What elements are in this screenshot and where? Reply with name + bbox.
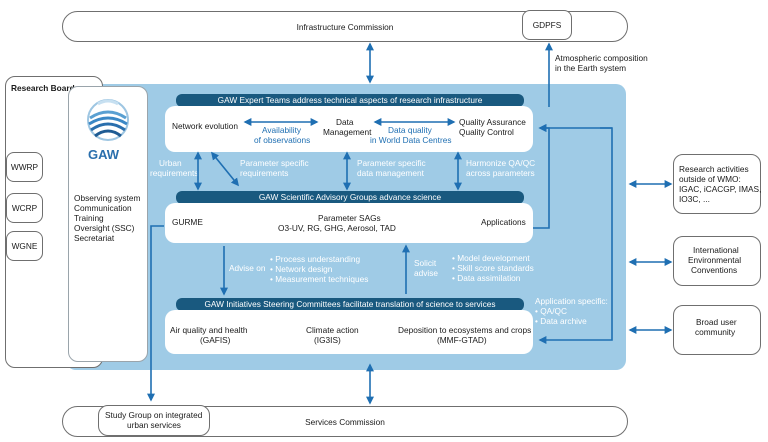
broad-user-1: Broad user (696, 317, 737, 327)
research-activities-1: Research activities (679, 164, 749, 174)
infrastructure-commission-label: Infrastructure Commission (296, 21, 394, 32)
gdpfs-label: GDPFS (532, 20, 562, 30)
air-quality-2: (GAFIS) (200, 335, 231, 345)
sag-header: GAW Scientific Advisory Groups advance s… (176, 191, 524, 204)
model-item-1: • Model development (452, 253, 530, 263)
param-req-2: requirements (240, 168, 289, 178)
solicit-2: advise (414, 268, 438, 278)
atmos-label-2: in the Earth system (555, 63, 627, 73)
harmonize-1: Harmonize QA/QC (466, 158, 536, 168)
services-commission-label: Services Commission (305, 416, 385, 427)
atmos-label-1: Atmospheric composition (555, 53, 648, 63)
param-sags-2: O3-UV, RG, GHG, Aerosol, TAD (278, 223, 396, 233)
gaw-function-1: Observing system (74, 193, 141, 203)
wcrp-box: WCRP (6, 193, 43, 223)
initiatives-panel (165, 310, 533, 354)
data-management-2: Management (323, 127, 372, 137)
conventions-2: Environmental (688, 255, 742, 265)
data-management-1: Data (336, 117, 354, 127)
research-activities-3: IGAC, iCACGP, IMAS, (679, 184, 762, 194)
arrow-gurme-study (147, 225, 164, 402)
advise-on-label: Advise on (229, 263, 266, 273)
app-specific-1: Application specific: (535, 296, 608, 306)
model-item-3: • Data assimilation (452, 273, 521, 283)
availability-label-2: of observations (254, 135, 311, 145)
data-quality-2: in World Data Centres (370, 135, 452, 145)
advise-item-2: • Network design (270, 264, 333, 274)
expert-teams-header: GAW Expert Teams address technical aspec… (176, 94, 524, 107)
initiatives-header: GAW Initiatives Steering Committees faci… (176, 298, 524, 311)
availability-label-1: Availability (262, 125, 302, 135)
gaw-logo-text: GAW (88, 147, 120, 162)
broad-user-box (673, 305, 761, 355)
arrow-applications-loop (533, 124, 550, 229)
research-activities-2: outside of WMO: (679, 174, 741, 184)
research-board-label: Research Board (11, 83, 75, 93)
urban-req-1: Urban (159, 158, 182, 168)
conventions-3: Conventions (691, 265, 738, 275)
param-dm-2: data management (357, 168, 424, 178)
gaw-function-5: Secretariat (74, 233, 115, 243)
urban-req-2: requirements (150, 168, 199, 178)
param-sags-1: Parameter SAGs (318, 213, 381, 223)
wcrp-label: WCRP (11, 203, 38, 213)
applications-label: Applications (481, 217, 526, 227)
conventions-box (673, 236, 761, 286)
broad-user-2: community (695, 327, 736, 337)
wgne-box: WGNE (6, 231, 43, 261)
study-group-box (98, 405, 210, 436)
gaw-logo (80, 96, 136, 162)
network-evolution: Network evolution (172, 121, 238, 131)
qa-label-1: Quality Assurance (459, 117, 526, 127)
advise-item-3: • Measurement techniques (270, 274, 369, 284)
arrow-right-bus (538, 127, 613, 344)
wwrp-box: WWRP (6, 152, 43, 182)
deposition-1: Deposition to ecosystems and crops (398, 325, 532, 335)
gurme-label: GURME (172, 217, 203, 227)
sag-panel (165, 203, 533, 243)
app-specific-2: • QA/QC (535, 306, 567, 316)
harmonize-2: across parameters (466, 168, 535, 178)
expert-teams-panel (165, 106, 533, 152)
param-dm-1: Parameter specific (357, 158, 426, 168)
gaw-function-4: Oversight (SSC) (74, 223, 135, 233)
research-activities-box (673, 154, 761, 214)
data-quality-1: Data quality (388, 125, 432, 135)
qa-label-2: Quality Control (459, 127, 514, 137)
study-group-2: urban services (127, 420, 181, 430)
app-specific-3: • Data archive (535, 316, 587, 326)
research-activities-4: IO3C, ... (679, 194, 710, 204)
air-quality-1: Air quality and health (170, 325, 248, 335)
deposition-2: (MMF-GTAD) (437, 335, 487, 345)
advise-item-1: • Process understanding (270, 254, 361, 264)
gaw-function-3: Training (74, 213, 104, 223)
climate-action-2: (IG3IS) (314, 335, 341, 345)
wgne-label: WGNE (11, 241, 38, 251)
wwrp-label: WWRP (10, 162, 39, 172)
conventions-1: International (693, 245, 739, 255)
model-item-2: • Skill score standards (452, 263, 534, 273)
gaw-function-2: Communication (74, 203, 132, 213)
study-group-1: Study Group on integrated (105, 410, 203, 420)
solicit-1: Solicit (414, 258, 437, 268)
climate-action-1: Climate action (306, 325, 359, 335)
param-req-1: Parameter specific (240, 158, 309, 168)
gdpfs-box: GDPFS (522, 10, 572, 40)
arrow-param-req (210, 151, 240, 187)
